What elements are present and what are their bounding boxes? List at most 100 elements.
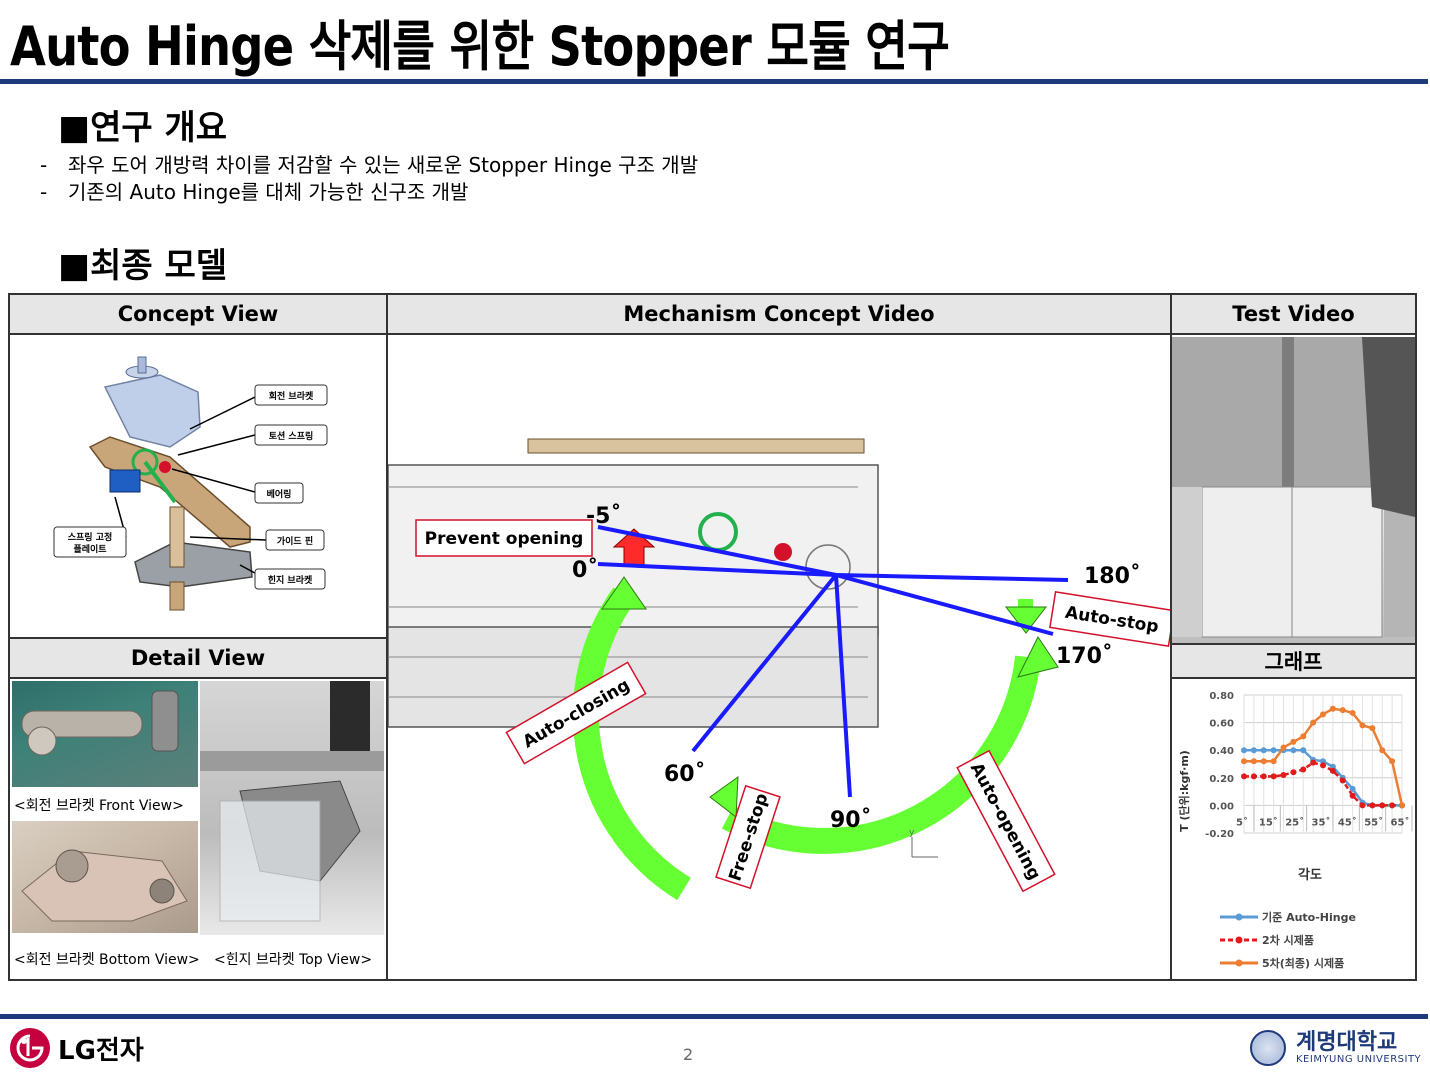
row-divider [10, 637, 386, 639]
chart-point [1329, 767, 1336, 774]
label-arrow [189, 536, 267, 541]
chart-point [1369, 802, 1376, 809]
label-spring-plate-2: 플레이트 [73, 543, 107, 555]
chart-point [1250, 747, 1257, 754]
label-arrow [189, 396, 256, 430]
university-name-ko: 계명대학교 [1296, 1029, 1398, 1055]
chart-point [1260, 747, 1267, 754]
column-divider [1170, 295, 1172, 979]
chart-point [1280, 772, 1287, 779]
chart-x-tick-label: 55˚ [1364, 816, 1383, 828]
overview-heading: ■연구 개요 [58, 108, 228, 148]
angle-180-label: 180˚ [1084, 564, 1141, 589]
chart-point [1329, 705, 1336, 712]
chart-point [1339, 707, 1346, 714]
chart-point [1320, 758, 1326, 765]
torsion-spring-shape [131, 448, 159, 476]
chart-point [1320, 711, 1326, 718]
footer-divider [0, 1014, 1428, 1019]
label-rotation-bracket: 회전 브라켓 [269, 390, 314, 402]
chart-y-tick-label: 0.60 [1209, 719, 1234, 730]
chart-point [1250, 773, 1257, 780]
chart-grid [1243, 694, 1403, 834]
bracket-bottom-sketch [21, 849, 188, 922]
auto-stop-arrowhead [1004, 606, 1048, 634]
bearing-dot-shape [774, 543, 792, 561]
chart-point [1339, 777, 1346, 784]
door-panel-shape [527, 438, 865, 454]
concept-view-diagram: 회전 브라켓 토션 스프링 베어링 가이드 핀 힌지 브라켓 스프링 고정 플레… [53, 356, 328, 611]
chart-point [1399, 802, 1405, 809]
chart-x-tick-label: 65˚ [1391, 816, 1410, 828]
mechanism-diagram: -5˚ 0˚ 180˚ 170˚ 60˚ 90˚ Prevent opening… [388, 438, 1170, 901]
auto-opening-box [956, 749, 1056, 893]
label-torsion-spring: 토션 스프링 [269, 430, 314, 442]
chart-x-tick-label: 15˚ [1259, 816, 1278, 828]
prevent-opening-box [415, 519, 593, 557]
university-seal-icon [1250, 1030, 1286, 1066]
angle-lines [597, 525, 1069, 798]
chart-point [1300, 766, 1307, 773]
label-hinge-bracket: 힌지 브라켓 [268, 574, 313, 586]
axis-letter: y [909, 828, 915, 838]
chart-point [1290, 747, 1297, 754]
chart-point [1359, 722, 1366, 729]
final-model-heading: ■최종 모델 [58, 246, 228, 286]
auto-opening-arc [721, 655, 1041, 854]
caption-bottom-view: <회전 브라켓 Bottom View> [14, 952, 200, 968]
chart-point [1310, 719, 1317, 726]
rotation-bracket-shape [103, 374, 201, 448]
chart-point [1280, 744, 1287, 751]
chart-point [1270, 773, 1277, 780]
label-spring-plate-1: 스프링 고정 [68, 531, 113, 543]
label-arrow [177, 434, 256, 456]
auto-closing-arc [572, 587, 691, 901]
spring-plate-shape [109, 469, 141, 493]
label-bearing: 베어링 [267, 488, 292, 500]
chart-point [1329, 763, 1336, 770]
chart-point [1270, 758, 1277, 765]
page-title: Auto Hinge 삭제를 위한 Stopper 모듈 연구 [10, 15, 950, 78]
chart-point [1389, 802, 1396, 809]
chart-x-tick-label: 25˚ [1285, 816, 1304, 828]
header-divider [0, 79, 1428, 84]
chart-point [1260, 773, 1267, 780]
angle-60-label: 60˚ [664, 762, 706, 787]
bottom-pin-shape [169, 581, 185, 611]
chart-y-label: T (단위:kgf·m) [1177, 750, 1191, 832]
chart-point [1369, 725, 1376, 732]
angle-170-label: 170˚ [1056, 644, 1113, 669]
chart-point [1379, 747, 1386, 754]
bearing-shape [159, 461, 171, 473]
lower-bracket-shape [134, 541, 253, 588]
auto-stop-box [1049, 590, 1170, 648]
model-table: Concept View Mechanism Concept Video Tes… [8, 293, 1417, 981]
auto-opening-label: Auto-opening [966, 760, 1045, 884]
chart-y-tick-label: 0.40 [1209, 746, 1234, 757]
guide-pin-shape [169, 506, 185, 568]
caption-top-view: <힌지 브라켓 Top View> [214, 952, 373, 968]
prevent-opening-label: Prevent opening [425, 529, 584, 549]
angle-90-label: 90˚ [830, 808, 872, 833]
bullet-item: -좌우 도어 개방력 차이를 저감할 수 있는 새로운 Stopper Hing… [40, 153, 699, 177]
chart-point [1310, 759, 1317, 766]
chart-point [1241, 747, 1247, 754]
axis-indicator [911, 837, 938, 858]
chart-legend-label: 5차(최종) 시제품 [1262, 956, 1344, 970]
chart-series [1241, 705, 1405, 809]
chart-legend-marker [1235, 936, 1243, 944]
rotation-bracket-bottom-photo [12, 821, 198, 933]
auto-closing-box [505, 661, 647, 765]
chart-point [1300, 733, 1307, 740]
chart-point [1250, 758, 1257, 765]
keimyung-logo: 계명대학교 KEIMYUNG UNIVERSITY [1250, 1030, 1421, 1066]
detail-view-header: Detail View [10, 639, 386, 679]
chart-point [1379, 802, 1386, 809]
chart-point [1290, 769, 1297, 776]
label-guide-pin: 가이드 핀 [277, 535, 313, 547]
graph-header: 그래프 [1172, 645, 1415, 679]
chart-point [1349, 785, 1356, 792]
caption-front-view: <회전 브라켓 Front View> [14, 798, 184, 814]
chart-point [1300, 747, 1307, 754]
